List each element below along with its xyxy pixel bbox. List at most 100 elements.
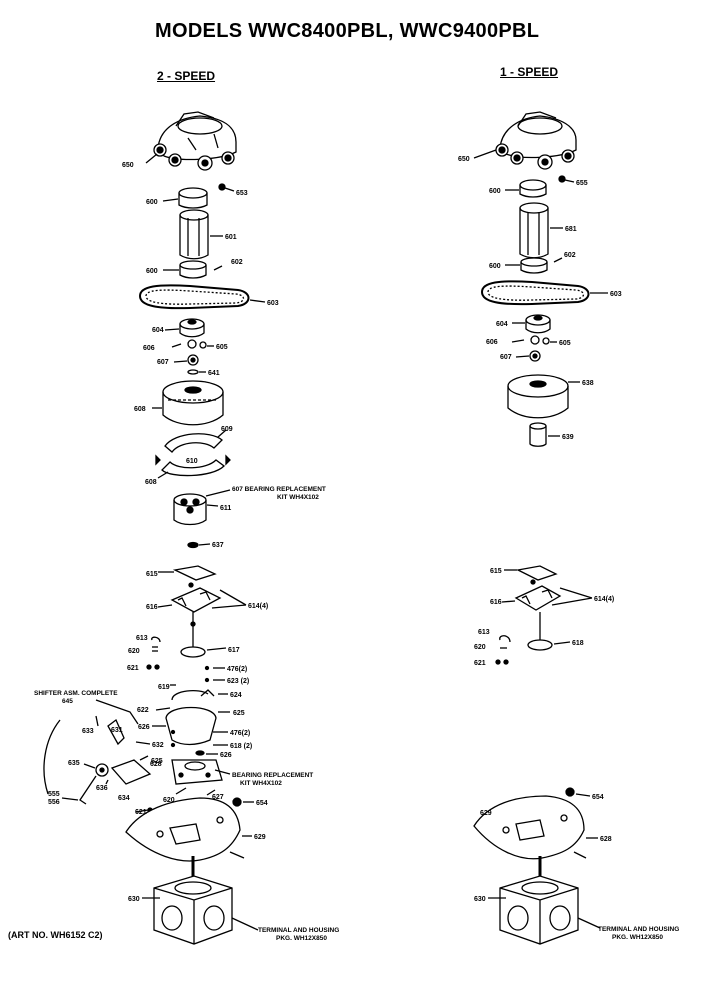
label-625: 625 <box>233 710 245 717</box>
label-622: 622 <box>137 707 149 714</box>
left-clutch-drum <box>162 380 224 426</box>
label-626-right: 626 <box>220 752 232 759</box>
label-630-right: 630 <box>474 896 486 903</box>
label-628: 628 <box>150 761 162 768</box>
label-636: 636 <box>96 785 108 792</box>
label-653: 653 <box>236 190 248 197</box>
label-601: 601 <box>225 234 237 241</box>
label-608-lower: 608 <box>145 479 157 486</box>
art-number: (ART NO. WH6152 C2) <box>8 930 103 940</box>
left-gearcase-cover <box>153 111 237 171</box>
bearing-kit-number-2: KIT WH4X102 <box>240 780 282 787</box>
label-615: 615 <box>146 571 158 578</box>
label-655: 655 <box>576 180 588 187</box>
label-606: 606 <box>143 345 155 352</box>
label-600-right-lower: 600 <box>489 263 501 270</box>
label-616-right: 616 <box>490 599 502 606</box>
one-speed-heading: 1 - SPEED <box>500 65 559 79</box>
label-614-right: 614(4) <box>594 596 614 603</box>
label-476: 476(2) <box>227 666 247 673</box>
left-part-labels: 650 653 600 601 600 602 603 604 606 605 … <box>34 162 339 942</box>
two-speed-heading: 2 - SPEED <box>157 69 216 83</box>
label-602: 602 <box>231 259 243 266</box>
label-606-right: 606 <box>486 339 498 346</box>
left-mounting-plate <box>125 797 245 862</box>
label-610: 610 <box>186 458 198 465</box>
bearing-kit-note-2: BEARING REPLACEMENT <box>232 772 313 779</box>
label-618: 618 (2) <box>230 743 252 750</box>
terminal-housing-pkg-left: PKG. WH12X850 <box>276 935 327 942</box>
label-634: 634 <box>118 795 130 802</box>
label-654: 654 <box>256 800 268 807</box>
label-604: 604 <box>152 327 164 334</box>
label-613-right: 613 <box>478 629 490 636</box>
left-bearing-housing <box>173 493 207 526</box>
label-602-right: 602 <box>564 252 576 259</box>
label-618-right: 618 <box>572 640 584 647</box>
label-650: 650 <box>122 162 134 169</box>
label-605: 605 <box>216 344 228 351</box>
label-615-right: 615 <box>490 568 502 575</box>
label-654-right: 654 <box>592 794 604 801</box>
shifter-assembly-note: SHIFTER ASM. COMPLETE <box>34 690 118 697</box>
label-556: 556 <box>48 799 60 806</box>
label-603-right: 603 <box>610 291 622 298</box>
label-603: 603 <box>267 300 279 307</box>
label-631: 631 <box>111 727 123 734</box>
label-604-right: 604 <box>496 321 508 328</box>
label-600-right: 600 <box>489 188 501 195</box>
label-607: 607 <box>157 359 169 366</box>
label-607-right: 607 <box>500 354 512 361</box>
label-624: 624 <box>230 692 242 699</box>
terminal-housing-note-right: TERMINAL AND HOUSING <box>598 926 679 933</box>
label-611: 611 <box>220 505 231 512</box>
label-641: 641 <box>208 370 220 377</box>
label-623: 623 (2) <box>227 678 249 685</box>
label-632: 632 <box>152 742 164 749</box>
label-600-lower: 600 <box>146 268 158 275</box>
label-638: 638 <box>582 380 594 387</box>
label-628-right: 628 <box>600 836 612 843</box>
label-650-right: 650 <box>458 156 470 163</box>
label-637: 637 <box>212 542 224 549</box>
label-621-right: 621 <box>474 660 486 667</box>
label-629: 629 <box>254 834 266 841</box>
shifter-assembly-number: 645 <box>62 698 73 705</box>
right-drum <box>507 374 569 419</box>
label-633: 633 <box>82 728 94 735</box>
label-625-lower: 625 <box>151 758 163 765</box>
label-627: 627 <box>212 794 224 801</box>
label-605-right: 605 <box>559 340 571 347</box>
label-614: 614(4) <box>248 603 268 610</box>
label-617: 617 <box>228 647 240 654</box>
left-lower-bearing-housing <box>171 759 223 785</box>
label-621: 621 <box>127 665 139 672</box>
label-635: 635 <box>68 760 80 767</box>
terminal-housing-note-left: TERMINAL AND HOUSING <box>258 927 339 934</box>
right-mounting-plate <box>473 795 587 860</box>
label-620-lower: 620 <box>163 797 175 804</box>
label-630: 630 <box>128 896 140 903</box>
label-620: 620 <box>128 648 140 655</box>
right-gearcase-cover <box>495 111 577 170</box>
label-619: 619 <box>158 684 170 691</box>
bearing-kit-number-1: KIT WH4X102 <box>277 494 319 501</box>
label-613: 613 <box>136 635 148 642</box>
bearing-kit-note-1: 607 BEARING REPLACEMENT <box>232 486 326 493</box>
label-600: 600 <box>146 199 158 206</box>
left-drive-motor <box>153 856 233 945</box>
label-639: 639 <box>562 434 574 441</box>
label-620-right: 620 <box>474 644 486 651</box>
label-616: 616 <box>146 604 158 611</box>
label-629-right: 629 <box>480 810 492 817</box>
right-drive-motor <box>499 856 579 945</box>
terminal-housing-pkg-right: PKG. WH12X850 <box>612 934 663 941</box>
label-476-lower: 476(2) <box>230 730 250 737</box>
page-title: MODELS WWC8400PBL, WWC9400PBL <box>155 20 540 42</box>
label-555: 555 <box>48 791 60 798</box>
label-608: 608 <box>134 406 146 413</box>
label-681: 681 <box>565 226 577 233</box>
label-626: 626 <box>138 724 150 731</box>
right-part-labels: 650 655 600 681 600 602 603 604 606 605 … <box>458 156 679 941</box>
